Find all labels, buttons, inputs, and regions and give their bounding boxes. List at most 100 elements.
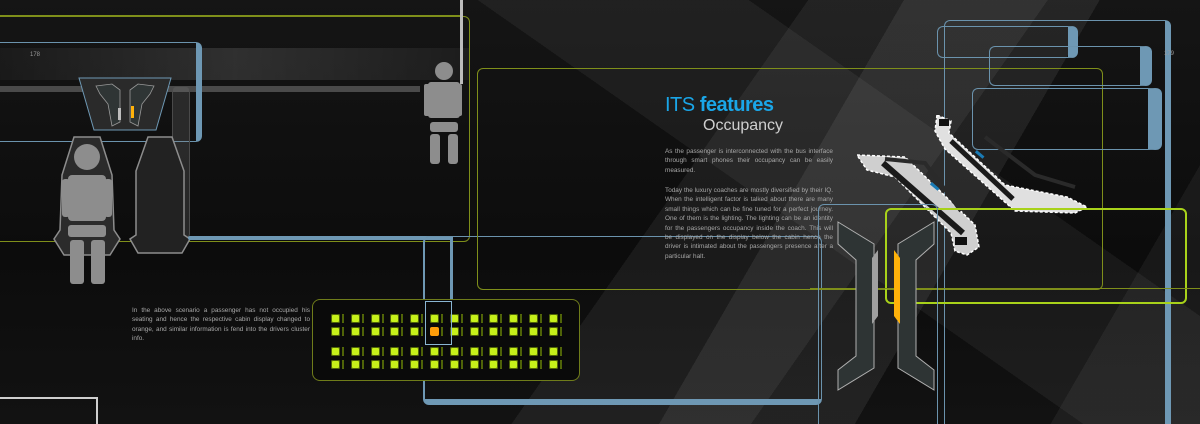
seat-back [421,360,424,369]
seat-occupied [370,314,380,323]
seat-occupied [350,347,360,356]
seat-occupied [331,314,340,323]
seat-back [441,327,443,336]
seat-back [421,327,424,336]
seat-back [520,360,523,369]
right-bar-2 [989,46,1152,86]
seat-occupied [489,347,499,356]
scenario-caption: In the above scenario a passenger has no… [132,307,310,343]
seat-back [381,314,384,323]
seat-occupied [331,360,340,369]
seat-occupied [469,327,479,336]
seat-map-panel [312,299,580,381]
text-frame [477,68,1103,290]
seat-occupied [548,327,558,336]
right-bar-3 [972,88,1162,150]
seat-back [460,347,463,356]
seat-back [500,327,503,336]
seat-occupied [449,360,459,369]
seat-occupied [509,314,519,323]
seat-back [460,327,463,336]
seat-back [381,327,384,336]
cluster-blue-frame [818,204,938,424]
seat-back [421,314,424,323]
seat-occupied [410,360,420,369]
seat-back [401,360,404,369]
seat-occupied [410,347,420,356]
seat-back [361,360,364,369]
cabin-rail [0,86,420,92]
seat-occupied [489,314,499,323]
seat-occupied [469,347,479,356]
seat-unoccupied [430,327,439,336]
seat-occupied [449,327,459,336]
seat-back [342,314,344,323]
seat-occupied [509,347,519,356]
seat-back [559,360,562,369]
seat-occupied [331,347,340,356]
seat-back [520,327,523,336]
seat-occupied [469,314,479,323]
seat-occupied [370,327,380,336]
cluster-frame [885,208,1187,304]
connector-line [188,236,452,240]
seat-back [559,314,562,323]
seat-back [540,314,542,323]
seat-occupied [331,327,340,336]
handle-lights-icon [855,113,1115,265]
seat-back [441,314,443,323]
seat-occupied [350,314,360,323]
seated-passenger-icon [52,135,122,287]
top-olive-rule [0,15,462,16]
seat-occupied [529,347,538,356]
seat-back [520,314,523,323]
seat-occupied [548,347,558,356]
right-bar-1 [937,26,1078,58]
seat-occupied [509,327,519,336]
seat-back [540,347,542,356]
title-prefix: ITS [665,94,695,116]
seat-back [441,360,443,369]
seat-back [361,347,364,356]
seat-back [342,360,344,369]
seat-back [460,360,463,369]
seat-back [342,327,344,336]
seat-occupied [529,314,538,323]
seat-back [381,360,384,369]
corner-bracket [0,397,98,424]
empty-seat-icon [128,135,192,261]
seat-occupied [469,360,479,369]
seat-back [401,314,404,323]
page-number-right: 179 [1164,51,1175,57]
connector-line-vertical [450,236,453,302]
seat-occupied [430,360,439,369]
seat-occupied [390,347,400,356]
seat-occupied [529,327,538,336]
seat-occupied [430,314,439,323]
seat-occupied [449,347,459,356]
seat-back [480,347,483,356]
seat-back [500,347,503,356]
seat-occupied [548,314,558,323]
seat-back [540,327,542,336]
seat-occupied [370,360,380,369]
seat-occupied [509,360,519,369]
seat-back [401,347,404,356]
page-title: ITS features [665,94,774,117]
seat-back [401,327,404,336]
seat-occupied [410,314,420,323]
seat-back [480,314,483,323]
seat-back [500,360,503,369]
seat-back [361,314,364,323]
seat-back [500,314,503,323]
seat-back [361,327,364,336]
seat-back [480,327,483,336]
seat-occupied [430,347,439,356]
cluster-indicator-icon [836,220,936,392]
seat-occupied [370,347,380,356]
seat-occupied [449,314,459,323]
seat-back [520,347,523,356]
page-number-left: 178 [30,52,41,58]
seat-occupied [489,327,499,336]
